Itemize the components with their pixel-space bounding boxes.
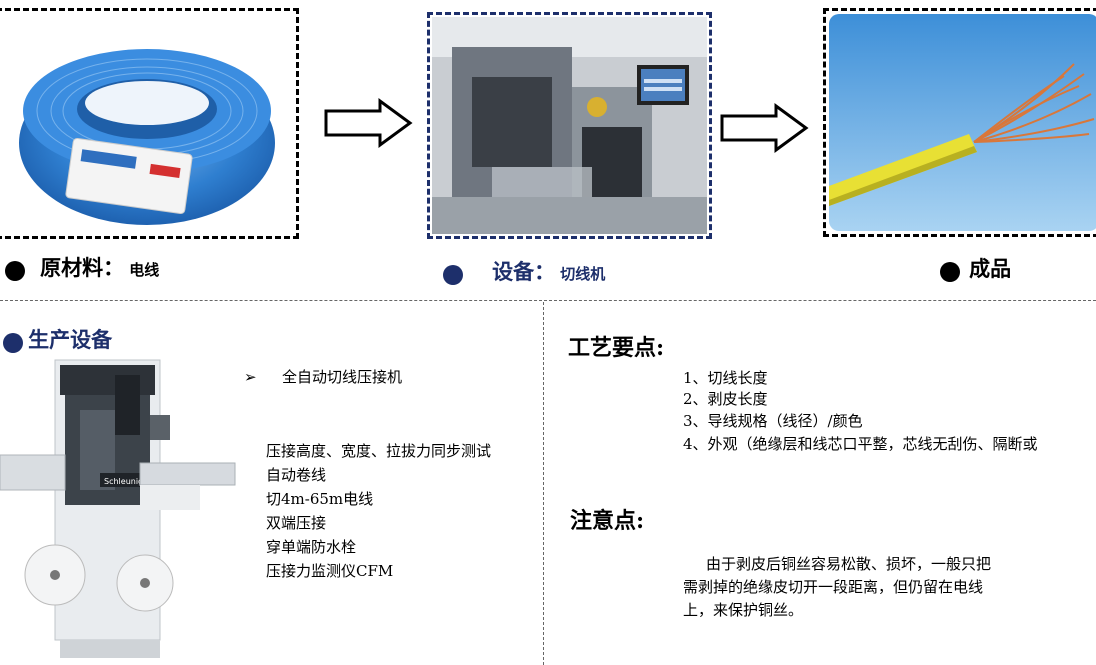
notes-line: 需剥掉的绝缘皮切开一段距离，但仍留在电线: [683, 578, 984, 596]
equipment-value: 切线机: [560, 265, 606, 283]
raw-material-title: 原材料：: [40, 255, 125, 280]
process-item: 1、切线长度: [683, 369, 768, 387]
horizontal-divider: [0, 300, 1096, 301]
product-image-frame: [823, 8, 1096, 237]
product-title: 成品: [969, 256, 1012, 281]
feature-item: 压接力监测仪CFM: [266, 562, 394, 580]
arrow-bullet-icon: ➢: [244, 368, 257, 386]
bullet-icon: [443, 264, 463, 285]
machine-name-text: 全自动切线压接机: [282, 368, 403, 386]
process-item: 2、剥皮长度: [683, 390, 768, 408]
bullet-icon: [3, 332, 23, 353]
machine-name: ➢ 全自动切线压接机: [244, 366, 402, 387]
raw-material-image-frame: [0, 8, 299, 239]
wire-coil-image: [19, 49, 275, 225]
production-heading-text: 生产设备: [28, 327, 113, 352]
crimping-machine-image: Schleuniger: [0, 359, 236, 658]
machine-brand-text: Schleuniger: [104, 477, 152, 486]
feature-item: 双端压接: [266, 514, 327, 532]
equipment-label: 设备： 切线机: [443, 256, 605, 286]
feature-item: 自动卷线: [266, 466, 327, 484]
feature-item: 穿单端防水栓: [266, 538, 357, 556]
raw-material-value: 电线: [129, 261, 160, 279]
bullet-icon: [5, 260, 25, 281]
arrow-right-icon: [324, 98, 413, 148]
production-heading: 生产设备: [3, 324, 112, 354]
notes-heading: 注意点:: [570, 508, 645, 534]
feature-item: 切4m-65m电线: [266, 490, 374, 508]
vertical-divider: [543, 302, 544, 665]
product-label: 成品: [940, 253, 1011, 283]
raw-material-label: 原材料： 电线: [5, 252, 159, 282]
process-item: 3、导线规格（线径）/颜色: [683, 412, 863, 430]
process-item: 4、外观（绝缘层和线芯口平整，芯线无刮伤、隔断或: [683, 435, 1038, 453]
equipment-title: 设备：: [492, 259, 556, 284]
cutting-machine-image: [432, 17, 707, 234]
stripped-wire-image: [829, 14, 1096, 231]
feature-item: 压接高度、宽度、拉拔力同步测试: [266, 442, 492, 460]
notes-line: 上，来保护铜丝。: [683, 601, 804, 619]
notes-line: 由于剥皮后铜丝容易松散、损坏，一般只把: [706, 555, 992, 573]
bullet-icon: [940, 261, 960, 282]
equipment-image-frame: [427, 12, 712, 239]
arrow-right-icon: [720, 103, 809, 153]
process-heading: 工艺要点:: [568, 335, 665, 361]
